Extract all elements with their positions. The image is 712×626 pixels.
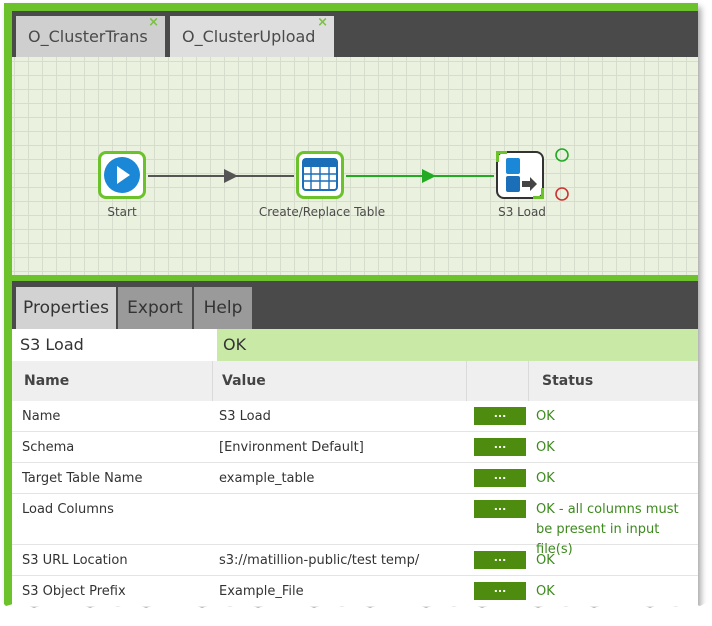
edit-button[interactable]: ...	[474, 582, 526, 600]
table-row[interactable]: Name S3 Load ... OK	[12, 401, 698, 432]
component-name: S3 Load	[12, 329, 217, 361]
table-row[interactable]: Load Columns ... OK - all columns must b…	[12, 494, 698, 557]
column-header-edit	[467, 361, 529, 401]
tab-o-clustertrans[interactable]: O_ClusterTrans ×	[16, 16, 165, 57]
tab-export[interactable]: Export	[118, 287, 192, 329]
property-name: Load Columns	[22, 502, 114, 517]
property-value[interactable]: s3://matillion-public/test temp/	[219, 553, 420, 568]
selection-corner-icon	[496, 151, 507, 162]
connector-lines	[148, 148, 569, 201]
property-value[interactable]: S3 Load	[219, 409, 271, 424]
node-label-start: Start	[107, 205, 137, 219]
table-grid-icon	[302, 158, 338, 191]
column-header-name: Name	[12, 361, 213, 401]
column-header-status: Status	[542, 373, 594, 389]
property-status: OK	[536, 471, 555, 486]
panel-tab-bar: Properties Export Help	[12, 281, 698, 329]
node-s3-load[interactable]	[496, 151, 544, 199]
arrow-head-icon	[224, 169, 238, 183]
selection-corner-icon	[533, 188, 544, 199]
tab-label: O_ClusterUpload	[182, 27, 316, 46]
table-row[interactable]: S3 URL Location s3://matillion-public/te…	[12, 545, 698, 576]
node-label-create-replace-table: Create/Replace Table	[258, 205, 386, 219]
property-status: OK	[536, 553, 555, 568]
failure-port-icon	[555, 187, 569, 201]
edit-button[interactable]: ...	[474, 469, 526, 487]
success-port-icon	[555, 148, 569, 162]
properties-table-header: Name Value Status	[12, 361, 698, 401]
close-icon[interactable]: ×	[317, 15, 328, 30]
arrow-head-icon	[422, 169, 436, 183]
node-start[interactable]	[98, 151, 146, 199]
job-tab-bar: O_ClusterTrans × O_ClusterUpload ×	[12, 11, 698, 57]
component-header: S3 Load OK	[12, 329, 698, 361]
component-status-banner: OK	[217, 329, 698, 361]
property-value[interactable]: [Environment Default]	[219, 440, 364, 455]
torn-paper-edge	[0, 600, 712, 626]
tab-help[interactable]: Help	[194, 287, 252, 329]
property-status: OK	[536, 409, 555, 424]
tab-label: O_ClusterTrans	[28, 27, 148, 46]
table-row[interactable]: Schema [Environment Default] ... OK	[12, 432, 698, 463]
table-row[interactable]: Target Table Name example_table ... OK	[12, 463, 698, 494]
s3-load-icon	[506, 158, 537, 192]
app-window: O_ClusterTrans × O_ClusterUpload × Start	[4, 3, 698, 607]
play-icon	[104, 157, 140, 193]
close-icon[interactable]: ×	[148, 15, 159, 30]
job-canvas[interactable]: Start Create/Replace Table S	[12, 57, 698, 275]
property-value[interactable]: Example_File	[219, 584, 304, 599]
edit-button[interactable]: ...	[474, 438, 526, 456]
property-status: OK	[536, 440, 555, 455]
property-name: Target Table Name	[22, 471, 143, 486]
node-create-replace-table[interactable]	[296, 151, 344, 199]
property-name: S3 Object Prefix	[22, 584, 126, 599]
property-name: Name	[22, 409, 61, 424]
node-label-s3-load: S3 Load	[498, 205, 546, 219]
property-status: OK - all columns must be present in inpu…	[536, 502, 679, 557]
property-value[interactable]: example_table	[219, 471, 315, 486]
edit-button[interactable]: ...	[474, 551, 526, 569]
edit-button[interactable]: ...	[474, 407, 526, 425]
property-name: Schema	[22, 440, 75, 455]
properties-panel: S3 Load OK Name Value Status Name S3 Loa…	[12, 329, 698, 607]
property-name: S3 URL Location	[22, 553, 128, 568]
property-status: OK	[536, 584, 555, 599]
column-header-value: Value	[213, 361, 467, 401]
tab-o-clusterupload[interactable]: O_ClusterUpload ×	[170, 16, 334, 57]
edit-button[interactable]: ...	[474, 500, 526, 518]
tab-properties[interactable]: Properties	[16, 287, 116, 329]
